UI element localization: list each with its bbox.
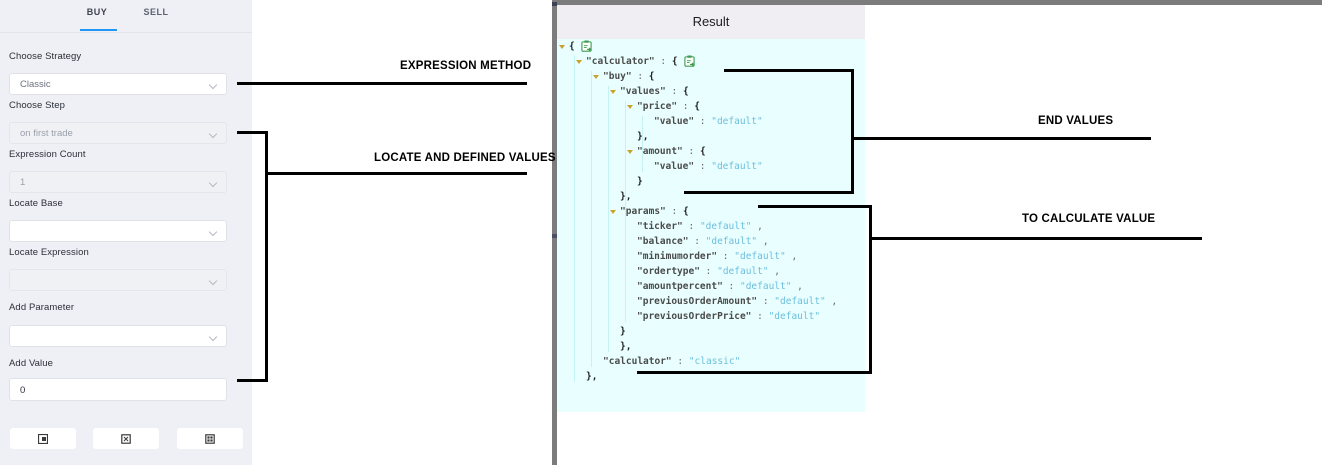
annotation-locate-bracket-bottom bbox=[237, 379, 268, 382]
json-indent-guide bbox=[642, 116, 643, 172]
annotation-expression-method: EXPRESSION METHOD bbox=[400, 60, 532, 72]
annotation-expression-method-line bbox=[237, 82, 527, 85]
select-choose-step-value: on first trade bbox=[20, 128, 73, 139]
json-line: }, bbox=[586, 371, 598, 382]
json-line: "buy" : { bbox=[603, 71, 655, 82]
tab-sell[interactable]: SELL bbox=[143, 7, 169, 17]
json-line: }, bbox=[637, 131, 649, 142]
json-line: "previousOrderAmount" : "default" , bbox=[637, 296, 838, 307]
json-line: "balance" : "default" , bbox=[637, 236, 769, 247]
splitter-drag-handle[interactable] bbox=[552, 234, 557, 238]
select-add-parameter[interactable] bbox=[9, 325, 227, 347]
annotation-end-values-bracket-bottom bbox=[684, 191, 854, 194]
annotation-locate-defined-values: LOCATE AND DEFINED VALUES bbox=[374, 152, 556, 164]
chevron-down-icon bbox=[210, 229, 217, 236]
chevron-down-icon bbox=[210, 334, 217, 341]
json-indent-guide bbox=[608, 86, 609, 352]
chevron-down-icon bbox=[210, 131, 217, 138]
json-collapse-triangle[interactable] bbox=[627, 105, 633, 109]
json-result-viewer[interactable]: { "calculator" : { "buy" : { "values" : { "p… bbox=[557, 39, 865, 412]
input-add-value-text: 0 bbox=[20, 385, 26, 396]
select-choose-strategy-value: Classic bbox=[20, 79, 51, 90]
annotation-end-values-line bbox=[851, 137, 1151, 140]
json-indent-guide bbox=[591, 71, 592, 367]
label-locate-expression: Locate Expression bbox=[9, 247, 89, 258]
result-title: Result bbox=[692, 14, 730, 29]
label-expression-count: Expression Count bbox=[9, 149, 86, 160]
json-line: }, bbox=[620, 191, 632, 202]
select-choose-step[interactable]: on first trade bbox=[9, 122, 227, 144]
chevron-down-icon bbox=[210, 278, 217, 285]
chevron-down-icon bbox=[210, 82, 217, 89]
save-button[interactable] bbox=[10, 428, 76, 449]
json-collapse-triangle[interactable] bbox=[610, 210, 616, 214]
annotation-locate-bracket-top bbox=[237, 131, 268, 134]
copy-to-clipboard-icon[interactable] bbox=[581, 40, 592, 52]
annotation-end-values: END VALUES bbox=[1038, 115, 1114, 127]
annotation-to-calculate-bracket-spine bbox=[869, 205, 872, 374]
json-line: "previousOrderPrice" : "default" bbox=[637, 311, 821, 322]
json-line: } bbox=[620, 326, 626, 337]
export-button[interactable] bbox=[93, 428, 159, 449]
label-add-parameter: Add Parameter bbox=[9, 302, 75, 313]
json-line: "calculator" : "classic" bbox=[603, 356, 741, 367]
save-icon bbox=[38, 433, 48, 444]
top-gray-strip bbox=[0, 0, 1322, 5]
grid-icon bbox=[205, 433, 215, 444]
strategy-form-panel: BUY SELL Choose Strategy Classic Choose … bbox=[0, 0, 252, 465]
json-line: "value" : "default" bbox=[654, 116, 763, 127]
json-collapse-triangle[interactable] bbox=[593, 75, 599, 79]
chevron-down-icon bbox=[210, 180, 217, 187]
select-expression-count[interactable]: 1 bbox=[9, 171, 227, 193]
grid-button[interactable] bbox=[177, 428, 243, 449]
buy-sell-tab-bar: BUY SELL bbox=[0, 0, 252, 33]
select-choose-strategy[interactable]: Classic bbox=[9, 73, 227, 95]
select-locate-base[interactable] bbox=[9, 220, 227, 242]
json-line: } bbox=[637, 176, 643, 187]
splitter-top-cap bbox=[552, 2, 557, 6]
annotation-to-calculate-value: TO CALCULATE VALUE bbox=[1022, 213, 1156, 225]
json-indent-guide bbox=[625, 101, 626, 322]
annotation-end-values-bracket-spine bbox=[851, 69, 854, 194]
select-expression-count-value: 1 bbox=[20, 177, 26, 188]
tab-buy[interactable]: BUY bbox=[86, 7, 108, 17]
json-line: "values" : { bbox=[620, 86, 689, 97]
json-collapse-triangle[interactable] bbox=[559, 45, 565, 49]
copy-to-clipboard-icon[interactable] bbox=[683, 55, 695, 67]
label-choose-step: Choose Step bbox=[9, 100, 66, 111]
annotation-end-values-bracket-top bbox=[724, 69, 854, 72]
json-line: "ticker" : "default" , bbox=[637, 221, 763, 232]
json-line: "amount" : { bbox=[637, 146, 706, 157]
json-indent-guide bbox=[574, 56, 575, 382]
json-line: "price" : { bbox=[637, 101, 700, 112]
json-line: "calculator" : { bbox=[586, 56, 678, 67]
json-line: "amountpercent" : "default" , bbox=[637, 281, 803, 292]
json-collapse-triangle[interactable] bbox=[610, 90, 616, 94]
label-add-value: Add Value bbox=[9, 358, 54, 369]
json-line: "params" : { bbox=[620, 206, 689, 217]
json-collapse-triangle[interactable] bbox=[627, 150, 633, 154]
annotation-locate-bracket-spine bbox=[265, 131, 268, 382]
label-locate-base: Locate Base bbox=[9, 198, 63, 209]
select-locate-expression[interactable] bbox=[9, 269, 227, 291]
export-icon bbox=[121, 433, 131, 444]
json-collapse-triangle[interactable] bbox=[576, 60, 582, 64]
json-line: }, bbox=[620, 341, 632, 352]
annotation-to-calculate-bracket-bottom bbox=[637, 371, 872, 374]
annotation-to-calculate-value-line bbox=[869, 237, 1202, 240]
json-line: { bbox=[569, 41, 575, 52]
label-choose-strategy: Choose Strategy bbox=[9, 51, 82, 62]
result-header: Result bbox=[557, 5, 865, 39]
json-line: "value" : "default" bbox=[654, 161, 763, 172]
json-line: "minimumorder" : "default" , bbox=[637, 251, 798, 262]
json-line: "ordertype" : "default" , bbox=[637, 266, 781, 277]
active-tab-indicator bbox=[80, 29, 117, 31]
annotation-locate-defined-values-line bbox=[265, 172, 527, 175]
middle-blank-area bbox=[252, 0, 552, 465]
input-add-value[interactable]: 0 bbox=[9, 378, 227, 401]
annotation-to-calculate-bracket-top bbox=[758, 205, 872, 208]
